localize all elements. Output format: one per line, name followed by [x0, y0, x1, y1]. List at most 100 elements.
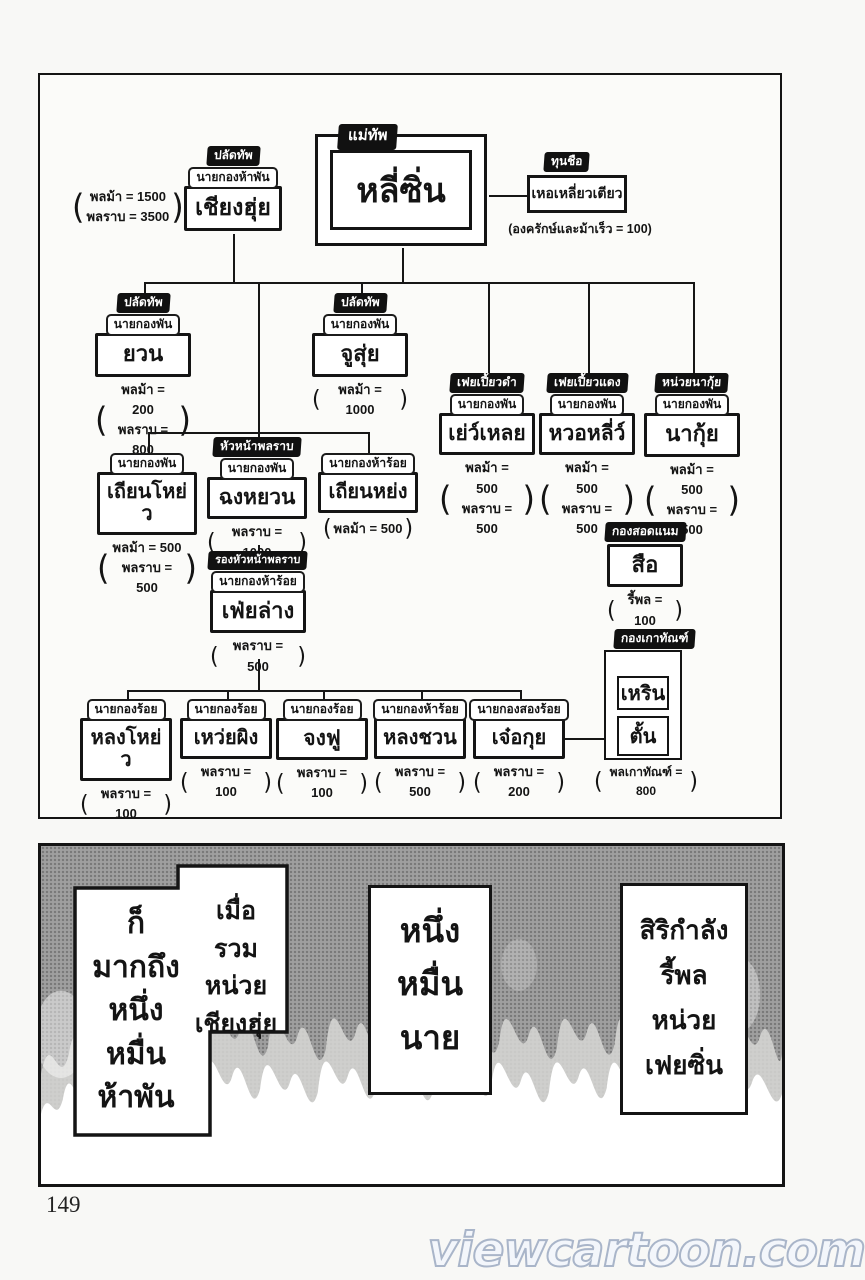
- paren-close: ): [297, 643, 306, 670]
- unit-yuan: ปลัดทัพ นายกองพัน ยวน ( พลม้า = 200 พลรา…: [95, 293, 191, 460]
- connector: [520, 690, 522, 704]
- paren-close: ): [171, 187, 184, 228]
- stats-text: พลราบ = 100: [296, 765, 348, 801]
- rank-tag: นายกองร้อย: [282, 699, 362, 722]
- unit-feilang: รองหัวหน้าพลราบ นายกองห้าร้อย เฟ่ยล่าง (…: [207, 551, 309, 677]
- paren-open: (: [80, 791, 89, 818]
- stats-text: รี้พล = 100: [627, 592, 663, 628]
- paren-close: ): [457, 769, 466, 796]
- rank-tag: นายกองพัน: [219, 458, 295, 481]
- name-box: จงฟู: [276, 718, 368, 761]
- rank-tag: นายกองร้อย: [86, 699, 166, 722]
- paren-close: ): [622, 478, 635, 519]
- unit-jusui: ปลัดทัพ นายกองพัน จูสุ่ย ( พลม้า = 1000 …: [312, 293, 408, 420]
- speech-bubble-right: สิริกำลัง รี้พล หน่วย เฟยซิ่น: [620, 883, 748, 1115]
- paren-open: (: [95, 399, 108, 440]
- connector: [258, 659, 260, 692]
- unit-stats: ( พลราบ = 500 ): [374, 762, 466, 802]
- paren-close: ): [674, 597, 683, 624]
- connector: [227, 690, 229, 704]
- paren-open: (: [312, 386, 321, 413]
- advisor-note: (องครักษ์และม้าเร็ว = 100): [508, 222, 652, 236]
- rank-tag: นายกองร้อย: [186, 699, 266, 722]
- unit-stats: ( พลม้า = 500 ): [323, 516, 413, 542]
- name-box: หวอหลี่ว์: [539, 413, 635, 456]
- paren-open: (: [644, 479, 657, 520]
- connector: [402, 248, 404, 284]
- stats-text: พลม้า = 500 พลราบ = 500: [561, 460, 613, 536]
- unit-stats: ( พลราบ = 500 ): [210, 636, 306, 676]
- stats-text: พลราบ = 500: [232, 638, 284, 674]
- bubble-right-text: สิริกำลัง รี้พล หน่วย เฟยซิ่น: [639, 915, 729, 1080]
- paren-open: (: [180, 769, 189, 796]
- name-box: ฉงหยวน: [207, 477, 307, 520]
- paren-open: (: [607, 597, 616, 624]
- name-box: เฟ่ยล่าง: [210, 590, 306, 634]
- stats-text: พลราบ = 500: [394, 764, 446, 800]
- paren-close: ): [522, 478, 535, 519]
- name-box: ยวน: [95, 333, 191, 377]
- connector: [145, 282, 695, 284]
- paren-close: ): [184, 548, 197, 589]
- stats-text: พลม้า = 200 พลราบ = 800: [117, 381, 169, 457]
- paren-open: (: [594, 768, 603, 795]
- paren-close: ): [399, 386, 408, 413]
- role-tag: เฟยเปี้ยวแดง: [546, 373, 628, 394]
- connector: [564, 738, 608, 740]
- role-tag: เฟยเปี้ยวดำ: [449, 373, 525, 394]
- unit-yuelei: เฟยเปี้ยวดำ นายกองพัน เย่ว์เหลย ( พลม้า …: [439, 373, 535, 539]
- connector: [233, 234, 235, 284]
- paren-open: (: [276, 770, 285, 797]
- role-tag: รองหัวหน้าพลราบ: [207, 551, 309, 571]
- paren-close: ): [178, 399, 191, 440]
- bubble-middle-text: หนึ่ง หมื่น นาย: [396, 912, 464, 1056]
- connector: [148, 432, 150, 456]
- rank-tag: นายกองพัน: [449, 394, 525, 417]
- archers-role-tag: กองเกาทัณฑ์: [613, 629, 697, 650]
- archer-name-1: เหริน: [617, 676, 669, 710]
- rank-tag: นายกองพัน: [654, 394, 730, 417]
- name-box: เชียงฮุ่ย: [184, 186, 282, 231]
- stats-text: พลม้า = 500 พลราบ = 500: [461, 460, 513, 536]
- stats-text: พลเกาทัณฑ์ = 800: [609, 765, 683, 798]
- unit-jeokui: นายกองสองร้อย เจ๋อกุย ( พลราบ = 200 ): [469, 698, 569, 802]
- archer-name-2: ตั้น: [617, 716, 669, 756]
- connector: [488, 282, 490, 378]
- rank-tag: นายกองห้าร้อย: [211, 571, 305, 594]
- archers-box: เหริน ตั้น: [604, 650, 682, 760]
- flames-art: [41, 1015, 782, 1184]
- connector: [693, 282, 695, 378]
- paren-close: ): [556, 769, 565, 796]
- connector: [588, 282, 590, 378]
- paren-open: (: [97, 548, 110, 589]
- connector: [368, 432, 370, 456]
- role-tag: ปลัดทัพ: [332, 293, 388, 314]
- commander-box: หลี่ซิ่น: [315, 134, 487, 246]
- speech-bubble-middle: หนึ่ง หมื่น นาย: [368, 885, 492, 1095]
- role-tag: หน่วยนากุ้ย: [654, 373, 730, 394]
- rank-tag: นายกองพัน: [105, 314, 181, 337]
- connector: [323, 690, 325, 704]
- paren-open: (: [539, 478, 552, 519]
- paren-open: (: [210, 643, 219, 670]
- unit-stats: ( พลราบ = 100 ): [276, 763, 368, 803]
- stats-text: พลราบ = 200: [493, 764, 545, 800]
- rank-tag: นายกองพัน: [322, 314, 398, 337]
- connector: [489, 195, 529, 197]
- stats-text: พลม้า = 500 พลราบ = 500: [112, 540, 182, 596]
- speech-bubble-left: [73, 864, 289, 1137]
- connector: [258, 282, 260, 442]
- unit-stats: ( พลม้า = 1000 ): [312, 380, 408, 420]
- unit-tianyou: นายกองพัน เถียนโหย่ว ( พลม้า = 500 พลราบ…: [97, 452, 197, 599]
- unit-stats: ( รี้พล = 100 ): [607, 590, 683, 630]
- paren-open: (: [439, 478, 452, 519]
- unit-longyou: นายกองร้อย หลงโหย่ว ( พลราบ = 100 ): [80, 698, 172, 824]
- connector: [127, 690, 129, 704]
- rank-tag: นายกองห้าร้อย: [373, 699, 467, 722]
- unit-scout: กองสอดแนม สือ ( รี้พล = 100 ): [604, 522, 686, 631]
- role-tag: หัวหน้าพลราบ: [212, 437, 302, 458]
- paren-close: ): [359, 770, 368, 797]
- unit-tianyong: นายกองห้าร้อย เถียนหย่ง ( พลม้า = 500 ): [318, 452, 418, 542]
